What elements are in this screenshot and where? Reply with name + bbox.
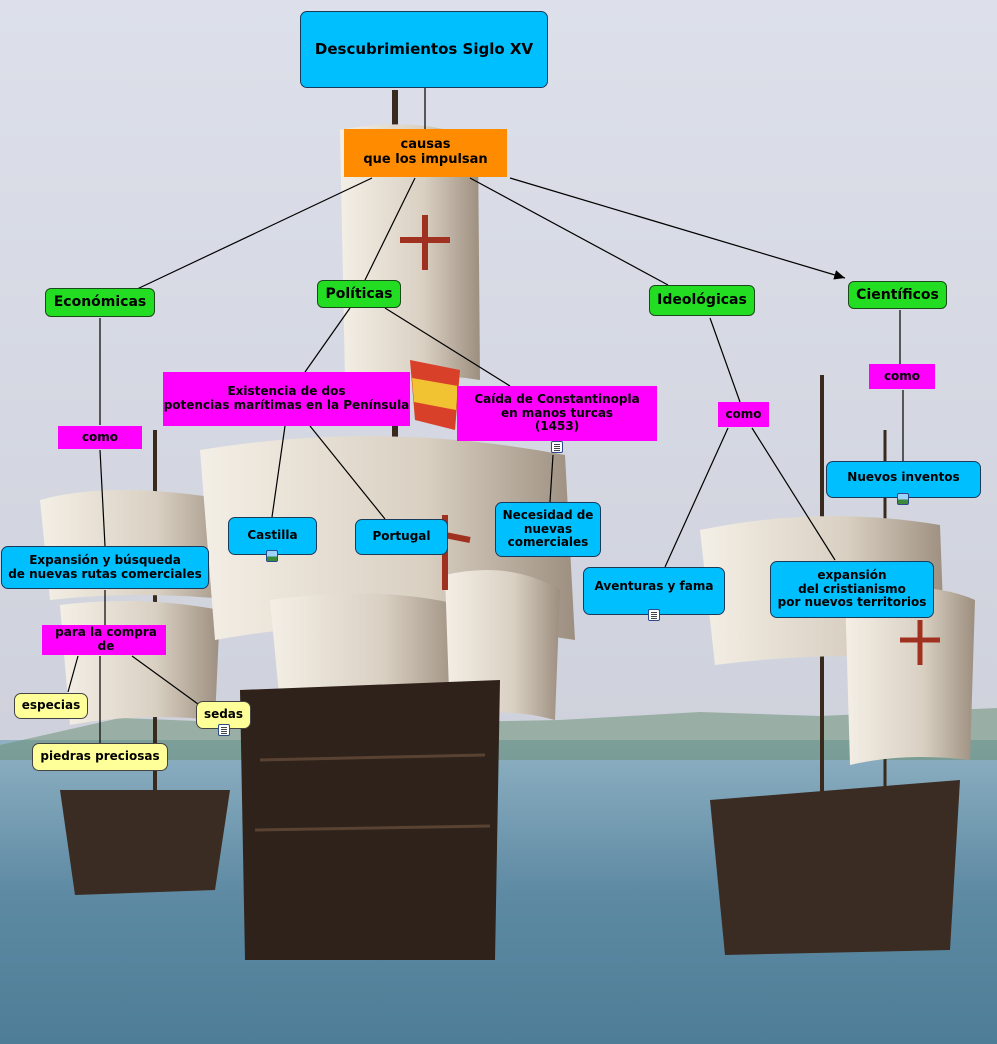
cientificos-node[interactable]: Científicos: [848, 281, 947, 309]
aventuras-fama-node[interactable]: Aventuras y fama: [583, 567, 725, 615]
causas-link-node[interactable]: causas que los impulsan: [344, 129, 507, 177]
piedras-preciosas-node[interactable]: piedras preciosas: [32, 743, 168, 771]
caida-document-icon[interactable]: [551, 441, 563, 453]
como-economicas-link[interactable]: como: [58, 426, 142, 449]
como-ideologicas-link[interactable]: como: [718, 402, 769, 427]
inventos-image-icon[interactable]: [897, 493, 909, 505]
expansion-cristianismo-node[interactable]: expansión del cristianismo por nuevos te…: [770, 561, 934, 618]
caida-constantinopla-link[interactable]: Caída de Constantinopla en manos turcas …: [457, 386, 657, 441]
castilla-node[interactable]: Castilla: [228, 517, 317, 555]
economicas-node[interactable]: Económicas: [45, 288, 155, 317]
existencia-link[interactable]: Existencia de dos potencias marítimas en…: [163, 372, 410, 426]
politicas-node[interactable]: Políticas: [317, 280, 401, 308]
expansion-busqueda-node[interactable]: Expansión y búsqueda de nuevas rutas com…: [1, 546, 209, 589]
sedas-document-icon[interactable]: [218, 724, 230, 736]
portugal-node[interactable]: Portugal: [355, 519, 448, 555]
compra-link[interactable]: para la compra de: [42, 625, 166, 655]
necesidad-node[interactable]: Necesidad de nuevas comerciales: [495, 502, 601, 557]
aventuras-document-icon[interactable]: [648, 609, 660, 621]
main-title-node[interactable]: Descubrimientos Siglo XV: [300, 11, 548, 88]
castilla-image-icon[interactable]: [266, 550, 278, 562]
ideologicas-node[interactable]: Ideológicas: [649, 285, 755, 316]
especias-node[interactable]: especias: [14, 693, 88, 719]
como-cientificos-link[interactable]: como: [869, 364, 935, 389]
